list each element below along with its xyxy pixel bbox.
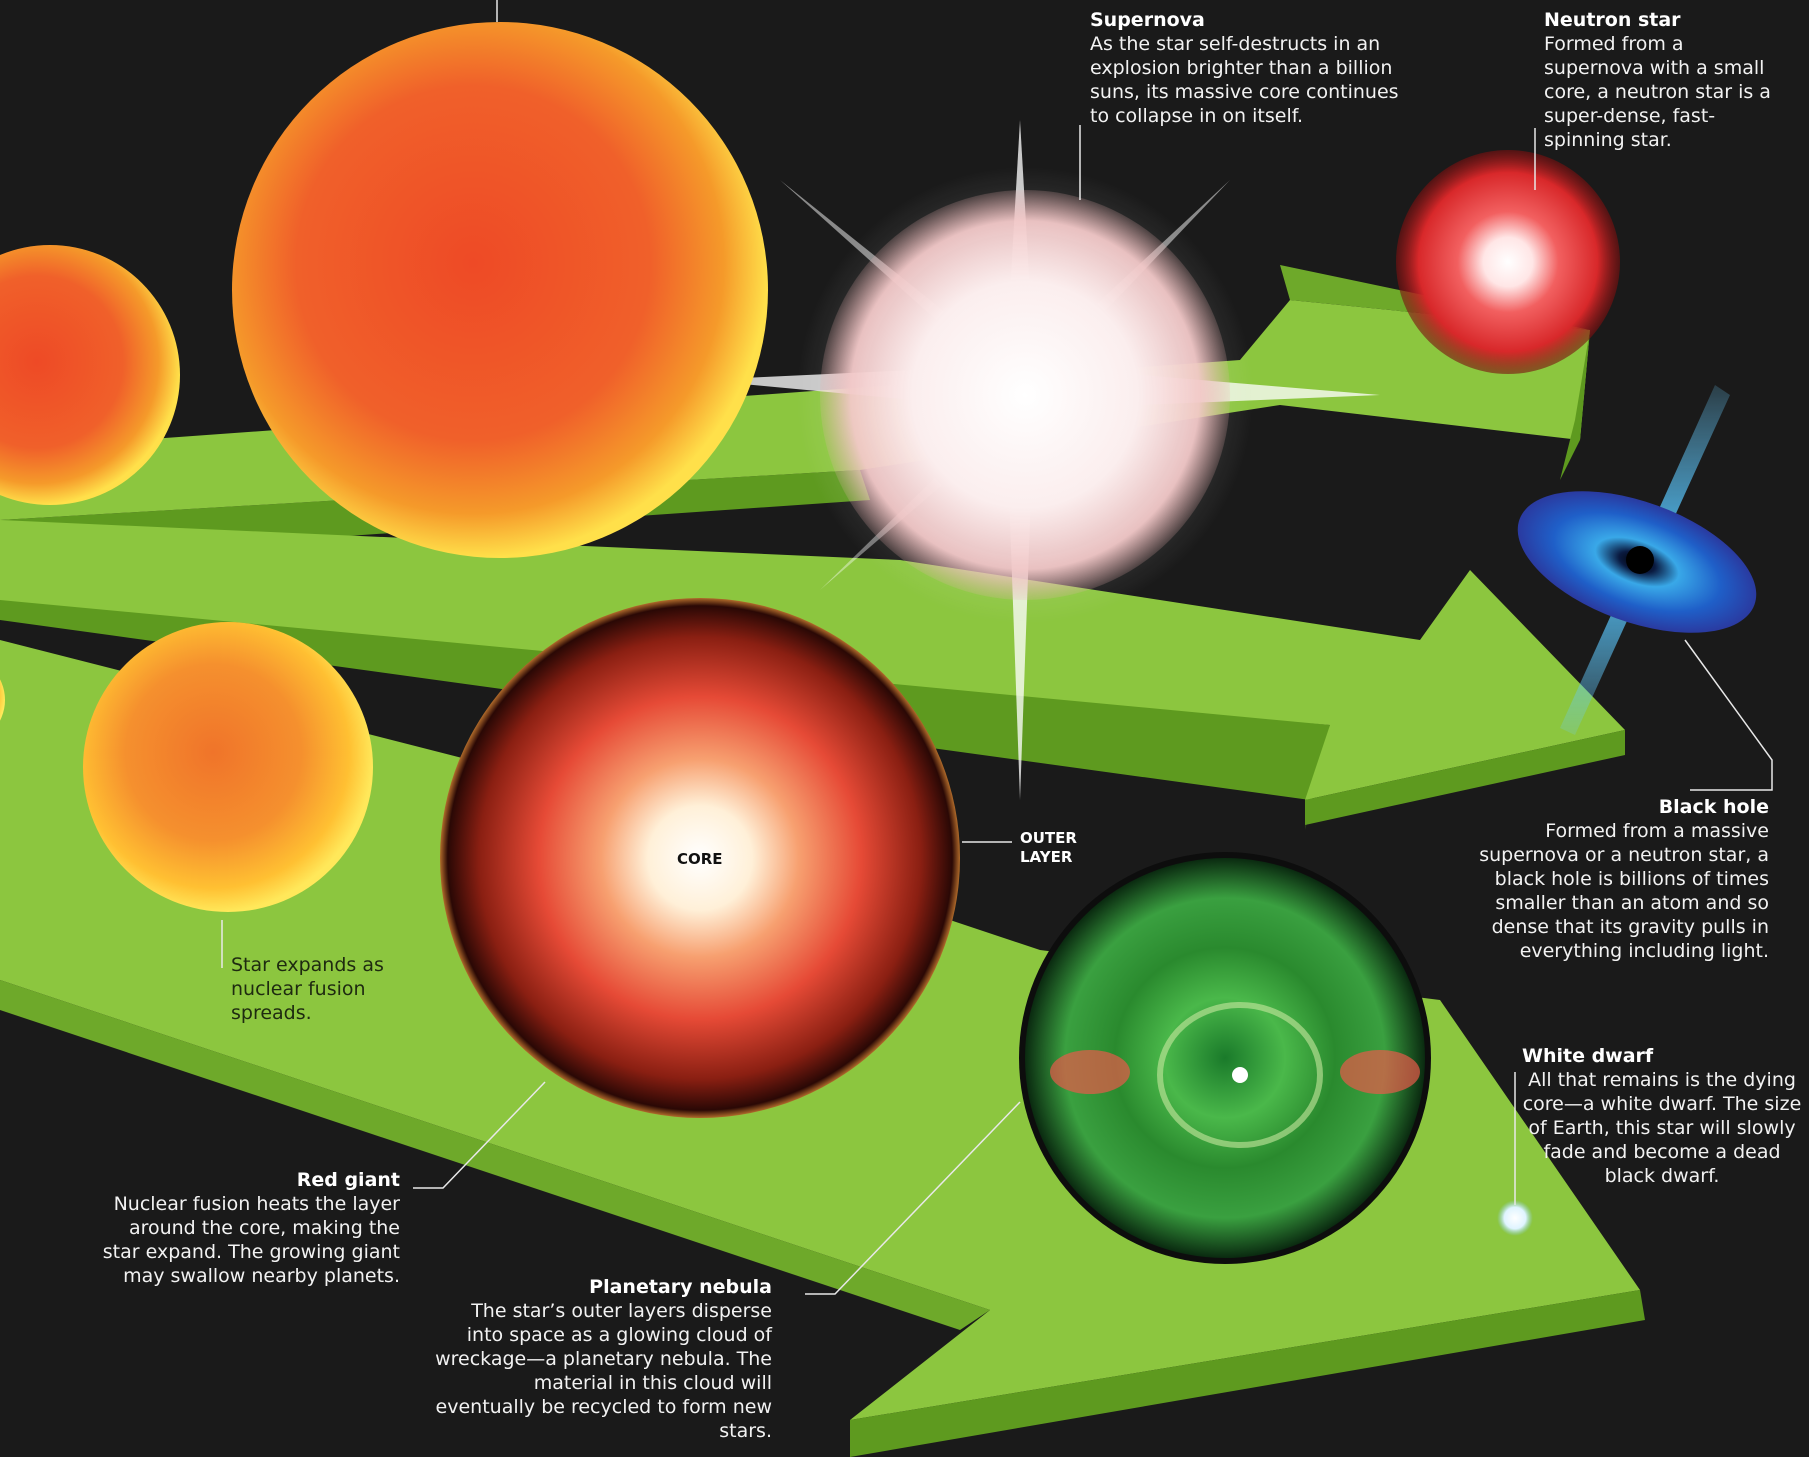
large-star xyxy=(232,22,768,558)
expanding-star xyxy=(83,622,373,912)
red-giant-title: Red giant xyxy=(296,1169,400,1191)
core-label: CORE xyxy=(677,850,723,868)
white-dwarf-title: White dwarf xyxy=(1522,1045,1654,1067)
white-dwarf-label: White dwarf All that remains is the dyin… xyxy=(1522,1044,1802,1188)
planetary-nebula xyxy=(1019,852,1431,1264)
red-giant xyxy=(440,598,960,1118)
white-dwarf xyxy=(1497,1200,1533,1236)
cropped-star-edge xyxy=(0,679,5,721)
neutron-star xyxy=(1396,150,1620,374)
supernova-label: Supernova As the star self-destructs in … xyxy=(1090,8,1410,128)
red-giant-body: Nuclear fusion heats the layer around th… xyxy=(102,1193,400,1287)
star-expands-body: Star expands as nuclear fusion spreads. xyxy=(231,954,384,1024)
black-hole-body: Formed from a massive supernova or a neu… xyxy=(1479,820,1769,962)
planetary-nebula-label: Planetary nebula The star’s outer layers… xyxy=(430,1275,772,1443)
black-hole xyxy=(1517,385,1757,735)
planetary-nebula-title: Planetary nebula xyxy=(589,1276,772,1298)
black-hole-label: Black hole Formed from a massive superno… xyxy=(1475,795,1769,963)
supernova-body: As the star self-destructs in an explosi… xyxy=(1090,33,1399,127)
white-dwarf-body: All that remains is the dying core—a whi… xyxy=(1522,1069,1802,1187)
black-hole-title: Black hole xyxy=(1658,796,1769,818)
supernova-title: Supernova xyxy=(1090,9,1205,31)
leader-lines xyxy=(221,0,1773,1295)
red-giant-label: Red giant Nuclear fusion heats the layer… xyxy=(100,1168,400,1288)
outer-layer-label: OUTER LAYER xyxy=(1020,829,1077,866)
neutron-star-label: Neutron star Formed from a supernova wit… xyxy=(1544,8,1784,152)
neutron-star-body: Formed from a supernova with a small cor… xyxy=(1544,33,1771,151)
neutron-star-title: Neutron star xyxy=(1544,9,1681,31)
supernova xyxy=(820,190,1230,600)
main-sequence-star xyxy=(0,245,180,505)
star-expands-label: Star expands as nuclear fusion spreads. xyxy=(231,953,391,1025)
planetary-nebula-body: The star’s outer layers disperse into sp… xyxy=(435,1300,772,1442)
